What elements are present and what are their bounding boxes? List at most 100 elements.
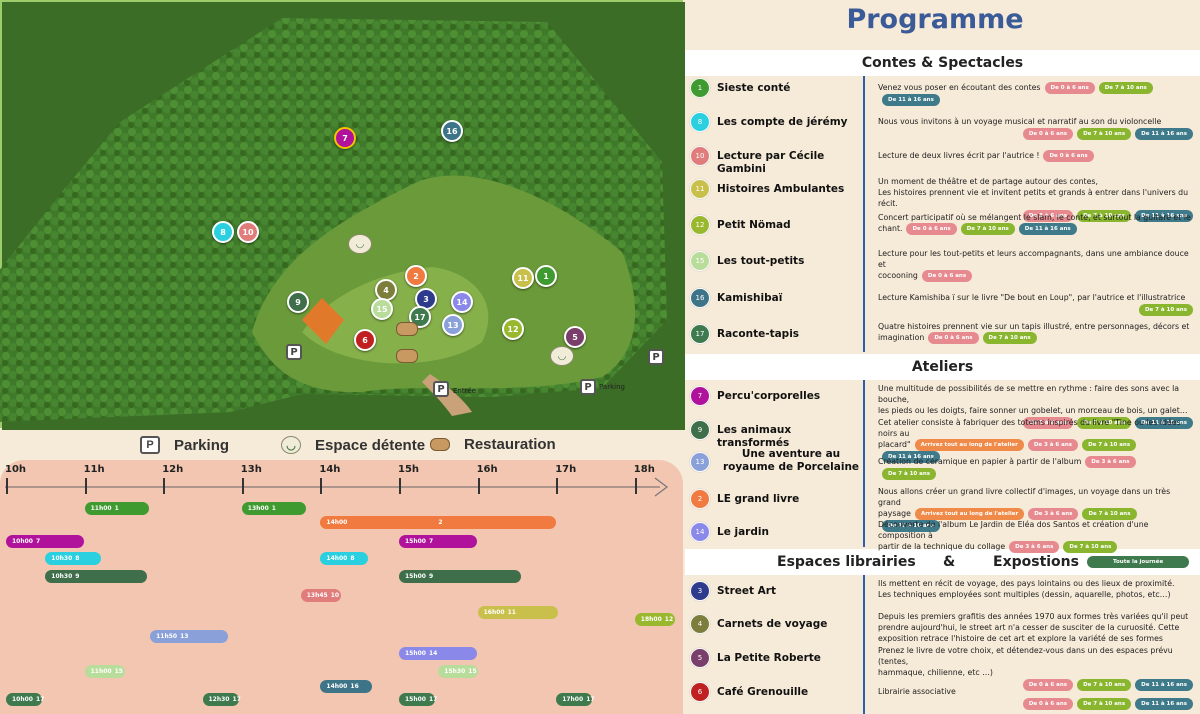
activity-number-badge: 13 xyxy=(690,452,710,472)
description-line: Un moment de théâtre et de partage autou… xyxy=(878,176,1193,187)
activity-description: Depuis les premiers grafitis des années … xyxy=(878,611,1193,644)
bar-start-time: 10h00 xyxy=(12,538,33,545)
age-badge: De 11 à 16 ans xyxy=(882,94,940,106)
hour-tick xyxy=(556,478,559,494)
activity-title: La Petite Roberte xyxy=(717,652,821,664)
map-pin[interactable]: 9 xyxy=(287,291,309,313)
map-pin[interactable]: 12 xyxy=(502,318,524,340)
age-badge: De 0 à 6 ans xyxy=(1022,128,1074,140)
bar-activity-number: 15 xyxy=(114,668,123,675)
map-pin[interactable]: 1 xyxy=(535,265,557,287)
hour-tick xyxy=(477,478,480,494)
description-line: Découverte de l'album Le Jardin de Eléa … xyxy=(878,519,1193,541)
description-line: Lecture de deux livres écrit par l'autri… xyxy=(878,150,1193,162)
activity-number-badge: 14 xyxy=(690,522,710,542)
bar-activity-number: 11 xyxy=(507,609,516,616)
food-icon xyxy=(396,322,418,336)
description-line: Ils mettent en récit de voyage, des pays… xyxy=(878,578,1193,589)
activity-description: Un moment de théâtre et de partage autou… xyxy=(878,176,1193,222)
legend-label: Parking xyxy=(174,436,230,454)
description-line: Cet atelier consiste à fabriquer des tot… xyxy=(878,417,1193,439)
map-pin[interactable]: 15 xyxy=(371,298,393,320)
age-badge: De 0 à 6 ans xyxy=(1022,679,1074,691)
map-pin[interactable]: 10 xyxy=(237,221,259,243)
hour-label: 12h xyxy=(162,464,184,475)
activity-title: Raconte-tapis xyxy=(717,328,800,340)
age-badge: De 7 à 10 ans xyxy=(1082,439,1137,451)
section-ateliers: Ateliers xyxy=(685,354,1200,380)
activity-number-badge: 6 xyxy=(690,682,710,702)
activity-title: Percu'corporelles xyxy=(717,390,821,402)
activity-number-badge: 4 xyxy=(690,614,710,634)
map-pin[interactable]: 5 xyxy=(564,326,586,348)
map-terrain xyxy=(0,2,685,430)
age-badge: De 7 à 10 ans xyxy=(1098,82,1153,94)
activity-description: Lecture pour les tout-petits et leurs ac… xyxy=(878,248,1193,282)
description-line: Nous allons créer un grand livre collect… xyxy=(878,486,1193,508)
map-pin[interactable]: 8 xyxy=(212,221,234,243)
description-text: paysage xyxy=(878,509,911,518)
activity-description: Quatre histoires prennent vie sur un tap… xyxy=(878,321,1193,344)
programme-panel: Programme Contes & Spectacles Ateliers E… xyxy=(685,0,1200,714)
divider xyxy=(863,575,865,714)
divider xyxy=(863,380,865,547)
description-line: Nous vous invitons à un voyage musical e… xyxy=(878,116,1193,127)
bar-activity-number: 1 xyxy=(271,505,276,512)
map-pin[interactable]: 14 xyxy=(451,291,473,313)
hour-tick xyxy=(320,478,323,494)
age-badge-row: De 7 à 10 ans xyxy=(878,304,1193,316)
activity-title: Café Grenouille xyxy=(717,686,809,698)
bar-activity-number: 17 xyxy=(36,696,45,703)
map-pin[interactable]: 11 xyxy=(512,267,534,289)
age-badge: De 11 à 16 ans xyxy=(1135,417,1193,429)
hour-label: 18h xyxy=(633,464,655,475)
activity-title: Street Art xyxy=(717,585,777,597)
description-line: Concert participatif où se mélangent le … xyxy=(878,212,1193,223)
legend-label: Restauration xyxy=(464,436,556,453)
map-pin[interactable]: 7 xyxy=(334,127,356,149)
description-line: Une multitude de possibilités de se mett… xyxy=(878,383,1193,405)
map-pin[interactable]: 2 xyxy=(405,265,427,287)
description-text: exposition retrace l'histoire de cet art… xyxy=(878,634,1163,643)
map-pin[interactable]: 13 xyxy=(442,314,464,336)
description-text: Nous allons créer un grand livre collect… xyxy=(878,487,1171,507)
hour-label: 14h xyxy=(319,464,341,475)
section-contes: Contes & Spectacles xyxy=(685,50,1200,76)
description-line: Les histoires prennent vie et invitent p… xyxy=(878,187,1193,209)
food-icon xyxy=(396,349,418,363)
age-badge: De 7 à 10 ans xyxy=(982,332,1037,344)
age-badge: De 7 à 10 ans xyxy=(1063,541,1118,553)
map-pin[interactable]: 16 xyxy=(441,120,463,142)
bar-start-time: 11h00 xyxy=(90,668,112,675)
activity-number-badge: 15 xyxy=(690,251,710,271)
description-text: Une multitude de possibilités de se mett… xyxy=(878,384,1180,404)
age-badge: De 11 à 16 ans xyxy=(1135,210,1193,222)
map-pin[interactable]: 6 xyxy=(354,329,376,351)
all-day-badge: Toute la journée xyxy=(1087,556,1190,568)
age-badge: De 3 à 6 ans xyxy=(1085,456,1136,468)
